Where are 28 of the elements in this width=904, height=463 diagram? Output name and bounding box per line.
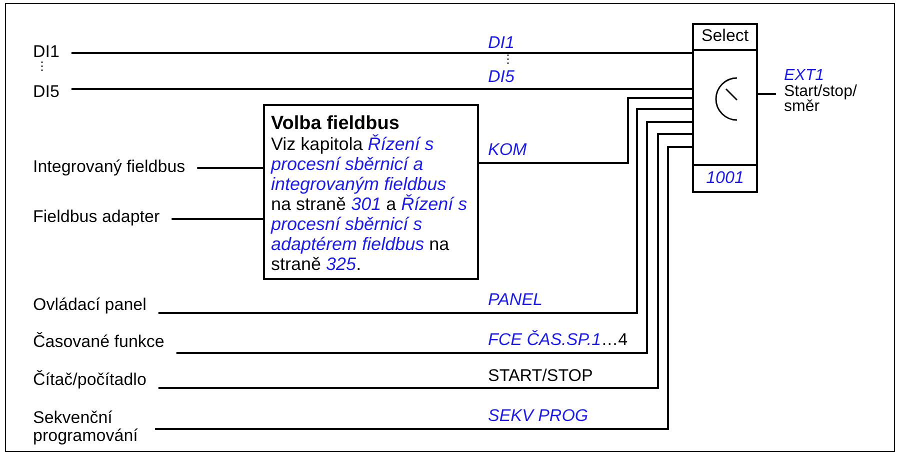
connector-line — [172, 218, 263, 220]
note-heading: Volba fieldbus — [271, 114, 400, 134]
connector-line — [479, 97, 692, 164]
connector-line — [71, 52, 692, 54]
input-source-label: Čítač/počítadlo — [33, 371, 146, 389]
ellipsis-mark: ⋮ — [502, 53, 514, 65]
connector-line — [155, 146, 692, 430]
input-source-label: DI1 — [33, 43, 60, 61]
note-box — [263, 104, 479, 280]
connector-line — [158, 108, 692, 314]
input-source-label: Časované funkce — [33, 333, 164, 351]
connector-line — [158, 133, 692, 389]
ellipsis-mark: ⋮ — [36, 60, 48, 72]
connector-line — [176, 121, 692, 354]
connector-line — [758, 93, 776, 95]
input-source-label: Sekvenční programování — [33, 409, 139, 445]
input-source-label: Integrovaný fieldbus — [33, 158, 186, 176]
input-source-label: Ovládací panel — [33, 296, 146, 314]
input-source-label: DI5 — [33, 83, 60, 101]
parameter-number: 1001 — [694, 164, 756, 191]
input-source-label: Fieldbus adapter — [33, 208, 160, 226]
output-name: EXT1 — [784, 68, 826, 84]
connector-line — [197, 167, 263, 169]
connector-line — [71, 88, 692, 90]
note-text: Viz kapitola Řízení s procesní sběrnicí a integrovaným fieldbus na straně 301 a Řízení s procesní sběrnicí s adaptérem fieldbus na straně 325. — [271, 134, 468, 274]
output-label: Start/stop/ směr — [784, 84, 858, 114]
block-title: Select — [694, 25, 756, 51]
selector-block — [692, 23, 758, 193]
